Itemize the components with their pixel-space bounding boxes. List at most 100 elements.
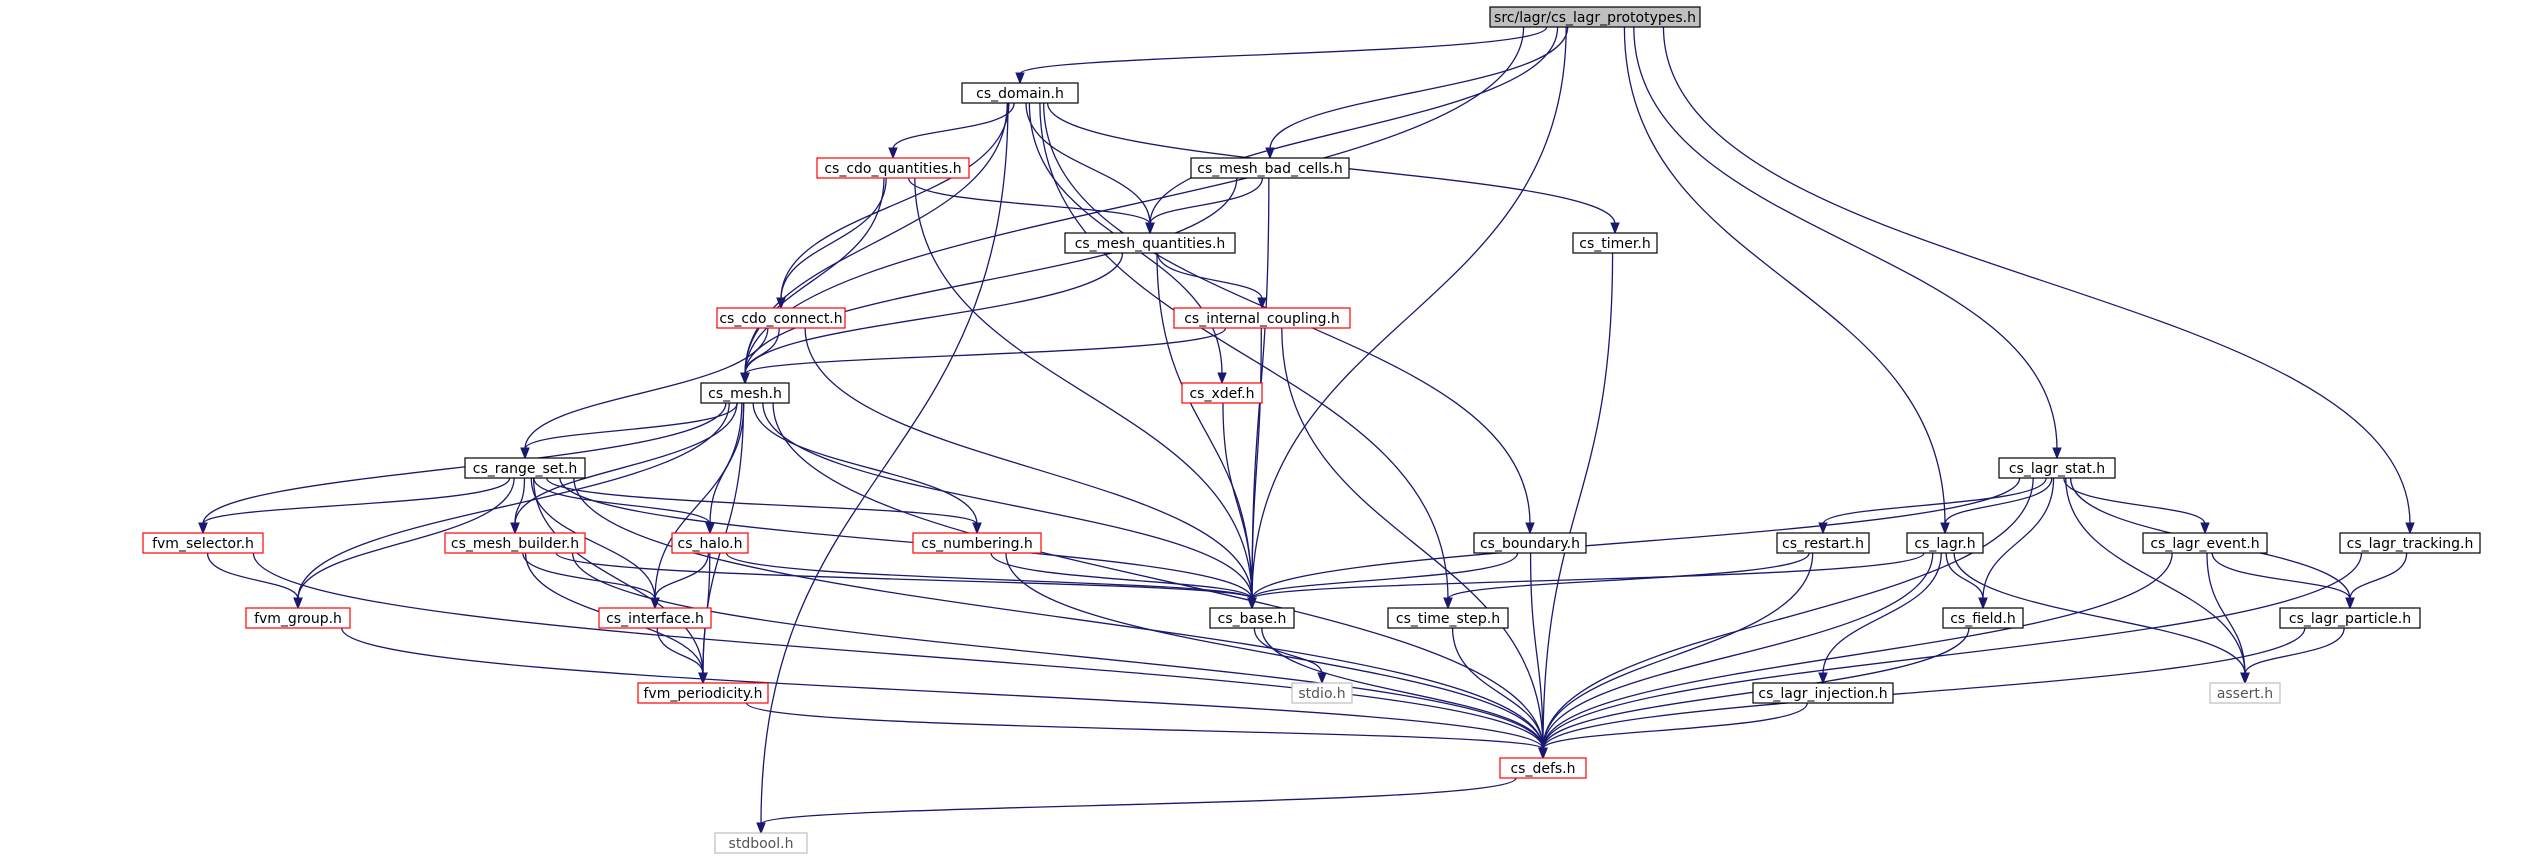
node-lagrstat[interactable]: cs_lagr_stat.h bbox=[1998, 457, 2116, 479]
node-box bbox=[2339, 532, 2481, 554]
edge-lagrstat-to-lagrevent bbox=[2063, 477, 2210, 535]
node-cdoq[interactable]: cs_cdo_quantities.h bbox=[816, 157, 970, 179]
node-intcoup[interactable]: cs_internal_coupling.h bbox=[1173, 307, 1351, 329]
edge-line bbox=[297, 402, 730, 600]
edge-line bbox=[524, 402, 738, 450]
node-domain[interactable]: cs_domain.h bbox=[961, 82, 1079, 104]
node-assert: assert.h bbox=[2209, 682, 2281, 704]
node-cdoconn[interactable]: cs_cdo_connect.h bbox=[716, 307, 846, 329]
edge-halo-to-interface bbox=[650, 552, 709, 610]
node-box bbox=[700, 382, 790, 404]
node-box bbox=[1906, 532, 1984, 554]
node-label: stdbool.h bbox=[729, 836, 794, 852]
node-fvmsel[interactable]: fvm_selector.h bbox=[142, 532, 264, 554]
edge-line bbox=[2211, 552, 2351, 600]
node-lagrinj[interactable]: cs_lagr_injection.h bbox=[1752, 682, 1894, 704]
edge-line bbox=[725, 552, 1253, 600]
node-boundary[interactable]: cs_boundary.h bbox=[1473, 532, 1587, 554]
edge-line bbox=[297, 477, 515, 600]
node-lagrtrack[interactable]: cs_lagr_tracking.h bbox=[2339, 532, 2481, 554]
node-mesh[interactable]: cs_mesh.h bbox=[700, 382, 790, 404]
edge-line bbox=[546, 477, 978, 525]
node-box bbox=[1209, 607, 1295, 629]
arrowhead-icon bbox=[705, 522, 715, 535]
node-box bbox=[2279, 607, 2421, 629]
node-meshbuilder[interactable]: cs_mesh_builder.h bbox=[444, 532, 586, 554]
edge-line bbox=[1945, 552, 1984, 600]
node-box bbox=[1291, 682, 1353, 704]
edge-line bbox=[1149, 26, 1559, 225]
edge-restart-to-timestep bbox=[1443, 552, 1810, 610]
edge-fvmgroup-to-defs bbox=[341, 627, 1548, 760]
edge-root-to-lagrtrack bbox=[1662, 26, 2415, 535]
edge-badcells-to-mesh bbox=[740, 177, 1238, 385]
arrowhead-icon bbox=[2405, 522, 2415, 535]
edge-line bbox=[514, 477, 526, 525]
edge-line bbox=[1019, 26, 1548, 75]
node-timestep[interactable]: cs_time_step.h bbox=[1387, 607, 1509, 629]
edge-line bbox=[1662, 26, 2411, 525]
node-timer[interactable]: cs_timer.h bbox=[1572, 232, 1658, 254]
node-defs[interactable]: cs_defs.h bbox=[1499, 757, 1587, 779]
node-box bbox=[464, 457, 586, 479]
node-box bbox=[961, 82, 1079, 104]
edge-line bbox=[1542, 552, 1814, 750]
node-box bbox=[2209, 682, 2281, 704]
edge-lagr-to-field bbox=[1945, 552, 1988, 610]
edge-line bbox=[772, 402, 1544, 750]
edge-line bbox=[1633, 26, 2058, 450]
edge-line bbox=[559, 477, 1253, 600]
edge-line bbox=[341, 627, 1544, 750]
edge-line bbox=[709, 402, 745, 525]
edge-badcells-to-meshq bbox=[1145, 177, 1264, 235]
edge-rangeset-to-numbering bbox=[546, 477, 982, 535]
node-label: stdio.h bbox=[1298, 686, 1345, 702]
node-box bbox=[1499, 757, 1587, 779]
node-badcells[interactable]: cs_mesh_bad_cells.h bbox=[1190, 157, 1350, 179]
node-box bbox=[816, 157, 970, 179]
node-lagrevent[interactable]: cs_lagr_event.h bbox=[2142, 532, 2268, 554]
node-halo[interactable]: cs_halo.h bbox=[671, 532, 749, 554]
node-interface[interactable]: cs_interface.h bbox=[598, 607, 712, 629]
node-box bbox=[245, 607, 351, 629]
node-fvmper[interactable]: fvm_periodicity.h bbox=[637, 682, 769, 704]
node-rangeset[interactable]: cs_range_set.h bbox=[464, 457, 586, 479]
node-numbering[interactable]: cs_numbering.h bbox=[912, 532, 1042, 554]
edge-intcoup-to-mesh bbox=[740, 327, 1227, 385]
edge-line bbox=[1542, 552, 2173, 750]
node-restart[interactable]: cs_restart.h bbox=[1776, 532, 1870, 554]
edge-line bbox=[1542, 552, 2363, 750]
edge-line bbox=[1953, 552, 2246, 675]
edge-line bbox=[1156, 252, 1263, 300]
edge-mesh-to-numbering bbox=[752, 402, 982, 535]
node-fvmgroup[interactable]: fvm_group.h bbox=[245, 607, 351, 629]
node-base[interactable]: cs_base.h bbox=[1209, 607, 1295, 629]
node-label: cs_halo.h bbox=[678, 536, 743, 552]
edge-line bbox=[1542, 702, 1808, 750]
edge-line bbox=[206, 552, 299, 600]
edge-line bbox=[202, 477, 511, 525]
edge-lagrevent-to-defs bbox=[1538, 552, 2173, 760]
node-box bbox=[912, 532, 1042, 554]
edge-line bbox=[524, 327, 769, 450]
edge-lagrinj-to-defs bbox=[1538, 702, 1808, 760]
edge-line bbox=[1542, 252, 1614, 750]
arrowhead-icon bbox=[2200, 522, 2210, 535]
node-box bbox=[1942, 607, 2024, 629]
node-label: cs_defs.h bbox=[1510, 761, 1575, 777]
edge-mesh-to-rangeset bbox=[520, 402, 738, 460]
node-field[interactable]: cs_field.h bbox=[1942, 607, 2024, 629]
node-meshq[interactable]: cs_mesh_quantities.h bbox=[1064, 232, 1236, 254]
edge-lagr-to-base bbox=[1247, 552, 1925, 610]
node-lagrpart[interactable]: cs_lagr_particle.h bbox=[2279, 607, 2421, 629]
edge-restart-to-defs bbox=[1538, 552, 1814, 760]
node-lagr[interactable]: cs_lagr.h bbox=[1906, 532, 1984, 554]
edge-cdoconn-to-base bbox=[804, 327, 1257, 610]
arrowhead-icon bbox=[1443, 597, 1453, 610]
node-label: cs_boundary.h bbox=[1480, 536, 1580, 552]
node-xdef[interactable]: cs_xdef.h bbox=[1181, 382, 1263, 404]
edge-lagrevent-to-lagrpart bbox=[2211, 552, 2355, 610]
edge-line bbox=[2349, 552, 2408, 600]
node-box bbox=[444, 532, 586, 554]
